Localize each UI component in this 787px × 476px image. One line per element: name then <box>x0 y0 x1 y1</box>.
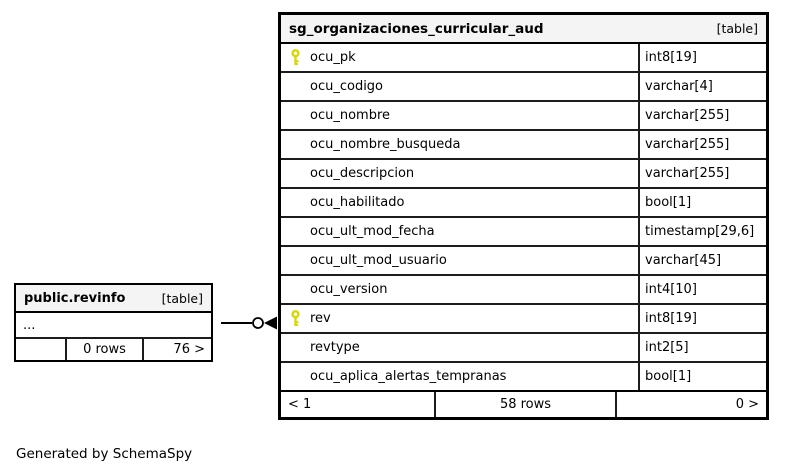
primary-key-icon <box>291 310 300 326</box>
column-name: ocu_nombre <box>310 108 391 123</box>
table-header[interactable]: public.revinfo [table] <box>16 285 211 313</box>
table-header[interactable]: sg_organizaciones_curricular_aud [table] <box>281 15 766 44</box>
column-type: varchar[45] <box>645 253 722 268</box>
collapsed-columns-label: ... <box>23 317 36 333</box>
table-row: ocu_pk int8[19] <box>281 44 766 73</box>
table-row: ocu_aplica_alertas_tempranas bool[1] <box>281 363 766 392</box>
relationship-connector <box>221 316 277 330</box>
column-name: ocu_pk <box>310 50 356 65</box>
column-type: varchar[4] <box>645 79 713 94</box>
footer-children-count <box>16 339 67 360</box>
table-sg-organizaciones-curricular-aud: sg_organizaciones_curricular_aud [table]… <box>278 12 769 420</box>
column-type: bool[1] <box>645 369 692 384</box>
table-type-badge: [table] <box>716 21 758 36</box>
table-row: ocu_habilitado bool[1] <box>281 189 766 218</box>
table-row: ocu_version int4[10] <box>281 276 766 305</box>
column-type: varchar[255] <box>645 166 730 181</box>
table-footer: 0 rows 76 > <box>16 339 211 360</box>
column-type: varchar[255] <box>645 137 730 152</box>
table-type-badge: [table] <box>161 290 203 306</box>
column-type: bool[1] <box>645 195 692 210</box>
column-name: ocu_ult_mod_usuario <box>310 253 447 268</box>
table-row: ocu_descripcion varchar[255] <box>281 160 766 189</box>
column-name: ocu_nombre_busqueda <box>310 137 461 152</box>
table-row: rev int8[19] <box>281 305 766 334</box>
column-name: ocu_codigo <box>310 79 384 94</box>
footer-parents-count: 76 > <box>173 342 205 357</box>
column-type: varchar[255] <box>645 108 730 123</box>
arrowhead-icon <box>264 316 277 330</box>
column-type: int8[19] <box>645 50 697 65</box>
column-name: revtype <box>310 340 360 355</box>
table-row: ocu_nombre_busqueda varchar[255] <box>281 131 766 160</box>
table-title[interactable]: sg_organizaciones_curricular_aud <box>289 20 544 37</box>
footer-parents-count: 0 > <box>735 397 759 412</box>
footer-children-count: < 1 <box>281 392 436 417</box>
column-type: int2[5] <box>645 340 689 355</box>
column-name: ocu_habilitado <box>310 195 405 210</box>
column-name: rev <box>310 311 331 326</box>
generator-note: Generated by SchemaSpy <box>16 446 193 462</box>
table-row: revtype int2[5] <box>281 334 766 363</box>
column-type: int8[19] <box>645 311 697 326</box>
zero-cardinality-icon <box>252 317 264 329</box>
column-type: int4[10] <box>645 282 697 297</box>
column-name: ocu_version <box>310 282 388 297</box>
footer-row-count: 58 rows <box>436 392 617 417</box>
footer-row-count: 0 rows <box>67 339 144 360</box>
table-title[interactable]: public.revinfo <box>24 290 126 306</box>
primary-key-icon <box>291 49 300 65</box>
collapsed-columns-row: ... <box>16 313 211 339</box>
table-row: ocu_ult_mod_fecha timestamp[29,6] <box>281 218 766 247</box>
column-name: ocu_aplica_alertas_tempranas <box>310 369 507 384</box>
table-public-revinfo: public.revinfo [table] ... 0 rows 76 > <box>14 283 213 362</box>
column-name: ocu_ult_mod_fecha <box>310 224 435 239</box>
table-footer: < 1 58 rows 0 > <box>281 392 766 417</box>
column-type: timestamp[29,6] <box>645 224 755 239</box>
column-rows: ocu_pk int8[19] ocu_codigo varchar[4] oc… <box>281 44 766 392</box>
table-row: ocu_ult_mod_usuario varchar[45] <box>281 247 766 276</box>
table-row: ocu_nombre varchar[255] <box>281 102 766 131</box>
column-name: ocu_descripcion <box>310 166 415 181</box>
table-row: ocu_codigo varchar[4] <box>281 73 766 102</box>
